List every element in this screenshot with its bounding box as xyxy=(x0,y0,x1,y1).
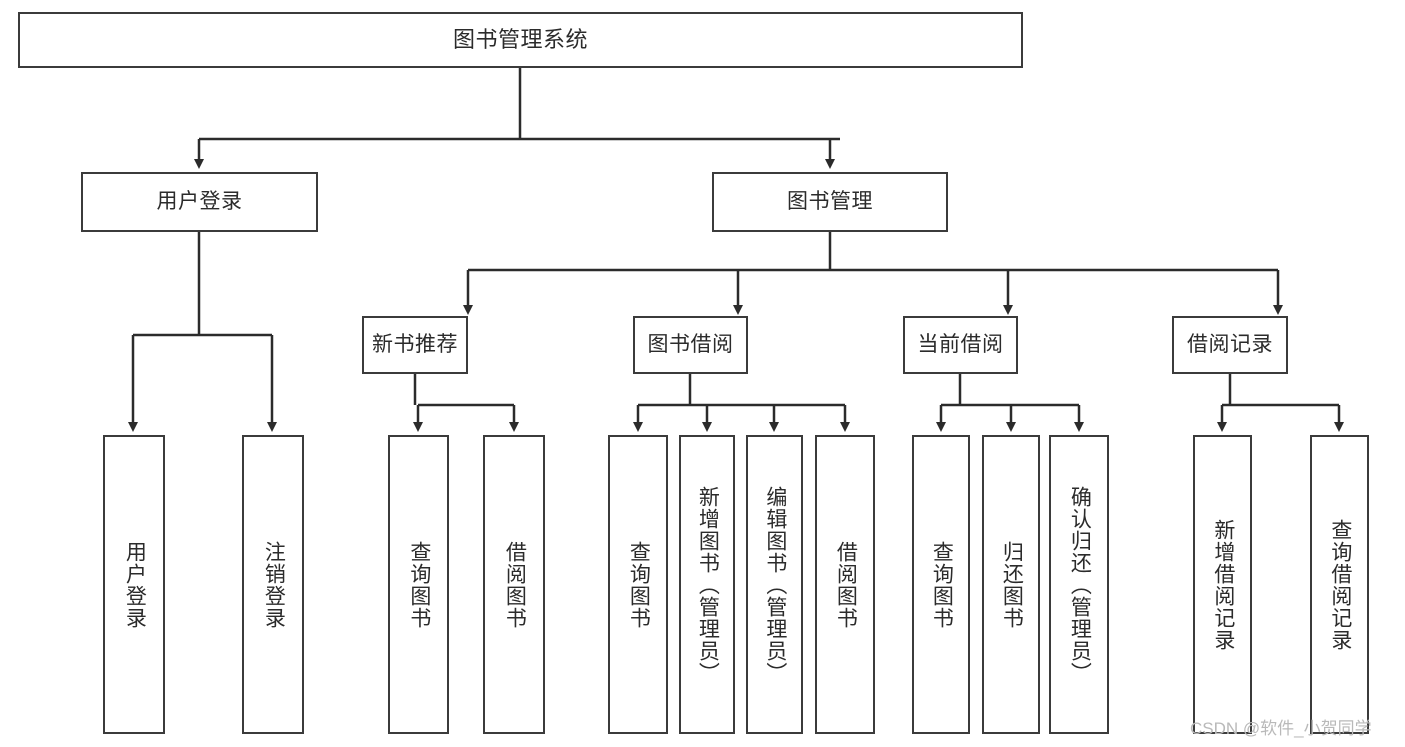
node-label: 图书管理 xyxy=(787,189,873,213)
node-label: 借阅图书 xyxy=(503,540,527,629)
node-new-book-recommend[interactable]: 新书推荐 xyxy=(362,316,468,374)
node-label: 图书借阅 xyxy=(647,332,734,356)
node-label: 用户登录 xyxy=(156,189,243,213)
node-label: 查询借阅记录 xyxy=(1328,518,1352,651)
leaf-record-query-record[interactable]: 查询借阅记录 xyxy=(1310,435,1369,734)
csdn-watermark: CSDN @软件_小贺同学 xyxy=(1190,719,1372,738)
leaf-borrow-add-book-admin[interactable]: 新增图书（管理员） xyxy=(679,435,735,734)
node-user-login[interactable]: 用户登录 xyxy=(81,172,318,232)
node-label: 用户登录 xyxy=(123,540,147,629)
node-borrow-record[interactable]: 借阅记录 xyxy=(1172,316,1288,374)
node-label: 编辑图书（管理员） xyxy=(763,485,787,684)
node-label: 新增借阅记录 xyxy=(1211,518,1235,651)
node-label: 查询图书 xyxy=(930,540,954,629)
node-label: 新增图书（管理员） xyxy=(696,485,720,684)
leaf-current-confirm-return-admin[interactable]: 确认归还（管理员） xyxy=(1049,435,1109,734)
node-book-management[interactable]: 图书管理 xyxy=(712,172,948,232)
node-label: 借阅记录 xyxy=(1187,332,1273,356)
leaf-borrow-query-book[interactable]: 查询图书 xyxy=(608,435,668,734)
leaf-borrow-edit-book-admin[interactable]: 编辑图书（管理员） xyxy=(746,435,803,734)
leaf-recommend-borrow-book[interactable]: 借阅图书 xyxy=(483,435,545,734)
node-label: 确认归还（管理员） xyxy=(1068,485,1092,684)
leaf-borrow-borrow-book[interactable]: 借阅图书 xyxy=(815,435,875,734)
node-label: 新书推荐 xyxy=(372,332,458,356)
leaf-record-add-record[interactable]: 新增借阅记录 xyxy=(1193,435,1252,734)
leaf-user-logout[interactable]: 注销登录 xyxy=(242,435,304,734)
leaf-current-return-book[interactable]: 归还图书 xyxy=(982,435,1040,734)
node-label: 查询图书 xyxy=(627,540,651,629)
node-label: 注销登录 xyxy=(262,540,286,629)
node-label: 归还图书 xyxy=(1000,540,1024,629)
node-root-system[interactable]: 图书管理系统 xyxy=(18,12,1023,68)
node-current-borrow[interactable]: 当前借阅 xyxy=(903,316,1018,374)
node-label: 借阅图书 xyxy=(834,540,858,629)
node-label: 当前借阅 xyxy=(917,332,1004,356)
leaf-recommend-query-book[interactable]: 查询图书 xyxy=(388,435,449,734)
node-label: 查询图书 xyxy=(407,540,431,629)
node-book-borrow[interactable]: 图书借阅 xyxy=(633,316,748,374)
leaf-current-query-book[interactable]: 查询图书 xyxy=(912,435,970,734)
leaf-user-login[interactable]: 用户登录 xyxy=(103,435,165,734)
node-label: 图书管理系统 xyxy=(452,27,588,53)
